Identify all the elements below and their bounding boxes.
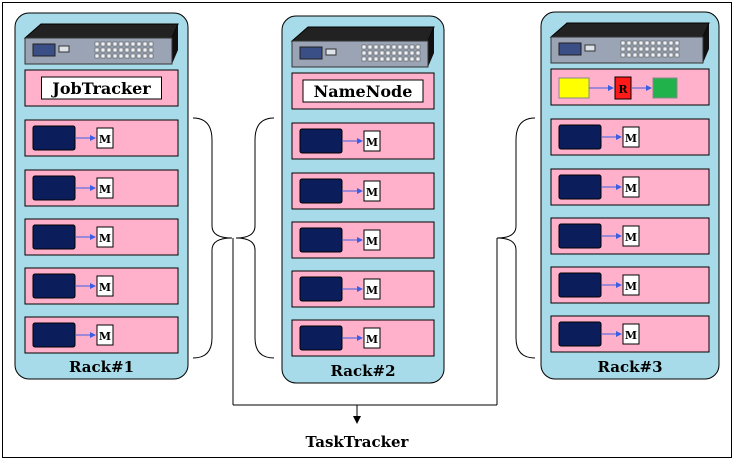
mapper-node-box [558,272,602,298]
mapper-node-box [32,175,76,201]
server-icon [549,22,710,64]
mapper-node-box [299,178,343,204]
worker-slot: M [24,169,179,207]
worker-slot: M [550,315,710,353]
map-task-box [96,275,114,297]
map-task-box [622,274,640,296]
mapper-node-box [32,224,76,250]
map-task-label: M [99,281,111,294]
reducer-label: R [618,83,628,96]
map-task-label: M [366,136,378,149]
mapper-node-box [558,124,602,150]
worker-slot: M [24,218,179,256]
worker-slot: M [550,217,710,255]
mapper-node-box [299,276,343,302]
rack-label: Rack#3 [597,358,662,376]
map-task-label: M [366,235,378,248]
worker-slot: M [291,319,435,357]
mapper-node-box [299,128,343,154]
worker-slot: M [550,168,710,206]
map-task-box [622,323,640,345]
worker-slot: M [550,266,710,304]
map-task-label: M [625,329,637,342]
worker-slot: M [550,118,710,156]
map-task-box [622,126,640,148]
server-icon [23,23,179,65]
map-task-box [96,177,114,199]
node-label-box [41,76,162,100]
map-task-label: M [366,333,378,346]
map-task-box [363,229,381,251]
map-task-label: M [99,232,111,245]
rack-3: R M M M M M Rack#3 [540,11,720,380]
map-task-box [622,176,640,198]
node-label-box [302,79,424,103]
map-task-label: M [99,183,111,196]
worker-slot: M [291,221,435,259]
reducer-input-box [558,77,590,99]
mapper-node-box [558,223,602,249]
map-task-label: M [625,231,637,244]
map-task-label: M [625,132,637,145]
server-icon [290,26,435,68]
mapper-node-box [32,125,76,151]
map-task-label: M [625,182,637,195]
connector-lines [192,117,536,424]
mapper-node-box [558,321,602,347]
map-task-label: M [99,133,111,146]
mapper-node-box [558,174,602,200]
map-task-box [363,278,381,300]
mapper-node-box [299,325,343,351]
node-label: JobTracker [50,79,151,98]
worker-slot: M [24,316,179,354]
tasktracker-label: TaskTracker [306,433,410,451]
worker-slot: M [291,172,435,210]
map-task-box [363,327,381,349]
worker-slot: M [291,270,435,308]
mapper-node-box [32,322,76,348]
mapper-node-box [32,273,76,299]
worker-slot: M [291,122,435,160]
map-task-box [363,180,381,202]
map-task-box [96,324,114,346]
mapper-node-box [299,227,343,253]
worker-slot: M [24,119,179,157]
worker-slot: M [24,267,179,305]
map-task-label: M [99,330,111,343]
rack-label: Rack#1 [69,358,134,376]
map-task-label: M [625,280,637,293]
bracket-rack1 [192,117,233,359]
bracket-rack2 [235,117,275,359]
reducer-output-box [652,77,678,99]
map-task-label: M [366,284,378,297]
node-label: NameNode [314,82,413,101]
rack-label: Rack#2 [330,362,395,380]
map-task-box [96,226,114,248]
map-task-box [363,130,381,152]
map-task-label: M [366,186,378,199]
map-task-box [622,225,640,247]
bracket-rack3 [496,117,536,359]
map-task-box [96,127,114,149]
